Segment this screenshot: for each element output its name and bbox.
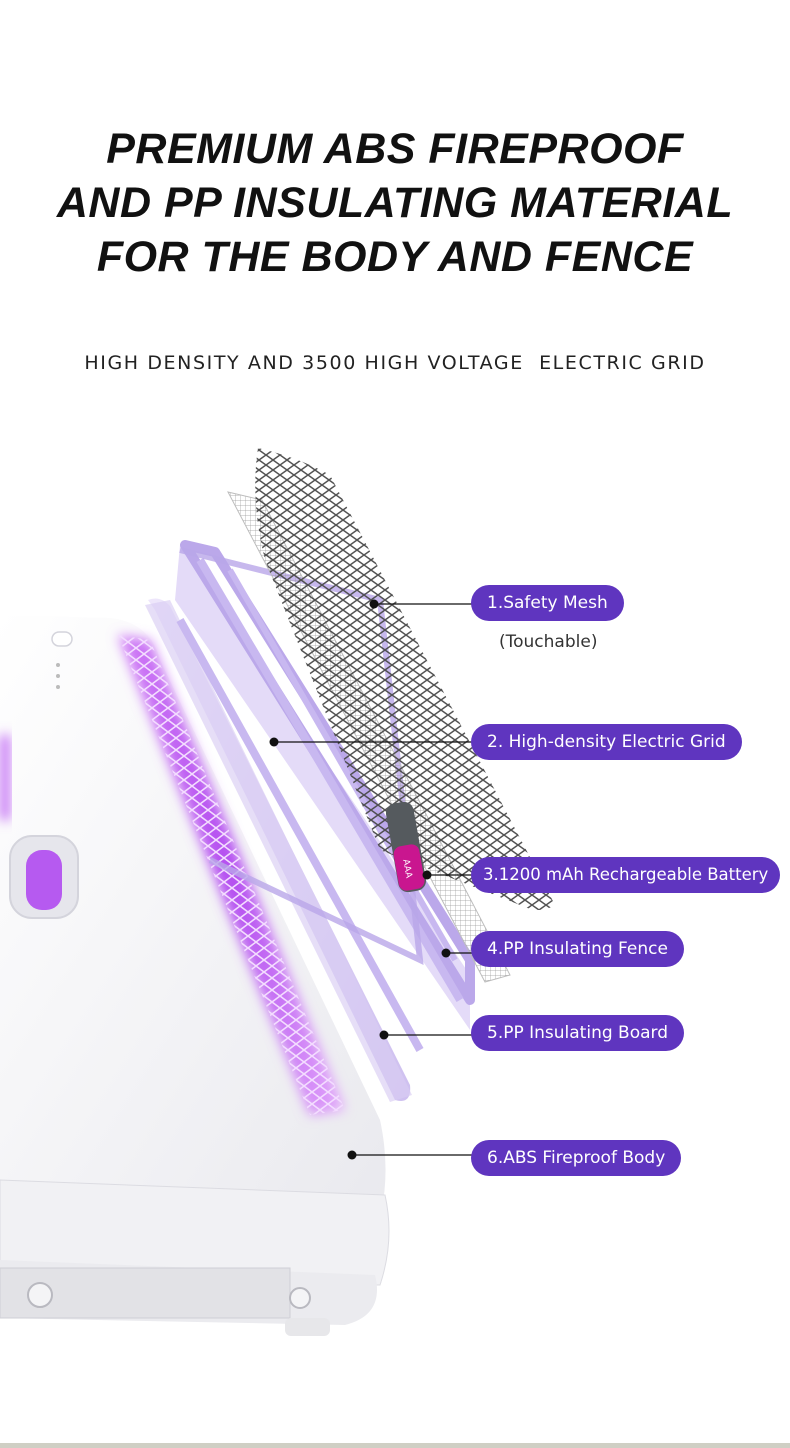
abs-body-part [0,615,390,1336]
uv-glow [0,635,345,1115]
battery-label: AAA [400,859,413,880]
callout-electric-grid: 2. High-density Electric Grid [471,724,742,760]
callout-insulating-board: 5.PP Insulating Board [471,1015,685,1051]
callout-battery: 3.1200 mAh Rechargeable Battery [471,857,781,893]
subheadline: HIGH DENSITY AND 3500 HIGH VOLTAGE ELECT… [84,352,706,374]
battery-part: AAA [385,801,427,893]
headline-line-3: FOR THE BODY AND FENCE [96,233,694,281]
headline-line-1: PREMIUM ABS FIREPROOF [106,125,684,173]
bottom-divider [0,1443,790,1448]
callout-leaders [274,603,472,1156]
headline: PREMIUM ABS FIREPROOF AND PP INSULATING … [0,122,790,284]
safety-mesh-part [255,448,555,910]
callout-dots [269,599,451,1160]
exploded-view-illustration: AAA [0,448,555,1336]
headline-line-2: AND PP INSULATING MATERIAL [56,179,734,227]
callout-abs-body: 6.ABS Fireproof Body [471,1140,682,1176]
callout-safety-mesh: 1.Safety Mesh [471,585,624,621]
callout-insulating-fence: 4.PP Insulating Fence [471,931,684,967]
callout-safety-mesh-note: (Touchable) [499,632,598,652]
